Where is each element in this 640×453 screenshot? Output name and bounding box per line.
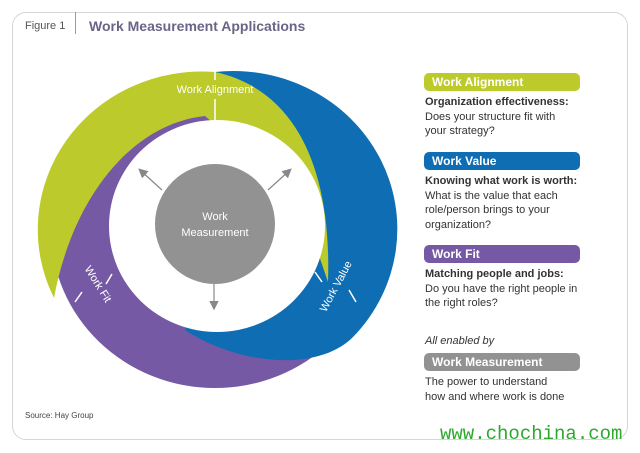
source-note: Source: Hay Group — [25, 411, 94, 420]
watermark: www.chochina.com — [440, 423, 623, 445]
legend-work-fit-desc: Matching people and jobs: Do you have the… — [425, 267, 625, 311]
legend-work-value-desc: Knowing what work is worth: What is the v… — [425, 174, 625, 232]
figure-title: Work Measurement Applications — [89, 18, 306, 34]
legend-work-value: Work Value — [424, 152, 580, 170]
tick — [74, 291, 83, 303]
legend-work-fit: Work Fit — [424, 245, 580, 263]
heading: Organization effectiveness: — [425, 96, 569, 108]
tick — [105, 273, 113, 285]
core-label-line2: Measurement — [181, 227, 248, 239]
arrow — [267, 168, 292, 191]
core-label-line1: Work — [202, 211, 228, 223]
heading: Matching people and jobs: — [425, 268, 564, 280]
enabled-intro: All enabled by — [425, 335, 495, 347]
legend-work-alignment-desc: Organization effectiveness: Does your str… — [425, 95, 625, 139]
divider — [75, 12, 76, 34]
frame — [12, 12, 628, 440]
figure-number: Figure 1 — [25, 20, 66, 32]
work-alignment-label: Work Alignment — [177, 84, 254, 96]
text: What is the value that each role/person … — [425, 189, 558, 231]
text: Does your structure fit with your strate… — [425, 110, 556, 138]
work-measurement-core — [155, 164, 275, 284]
enabled-text: The power to understand how and where wo… — [425, 376, 565, 403]
tick — [314, 271, 323, 283]
legend-work-measurement: Work Measurement — [424, 353, 580, 371]
arrow — [138, 168, 163, 191]
tick — [348, 289, 357, 303]
text: Do you have the right people in the righ… — [425, 282, 578, 310]
heading: Knowing what work is worth: — [425, 175, 578, 187]
legend-work-alignment: Work Alignment — [424, 73, 580, 91]
